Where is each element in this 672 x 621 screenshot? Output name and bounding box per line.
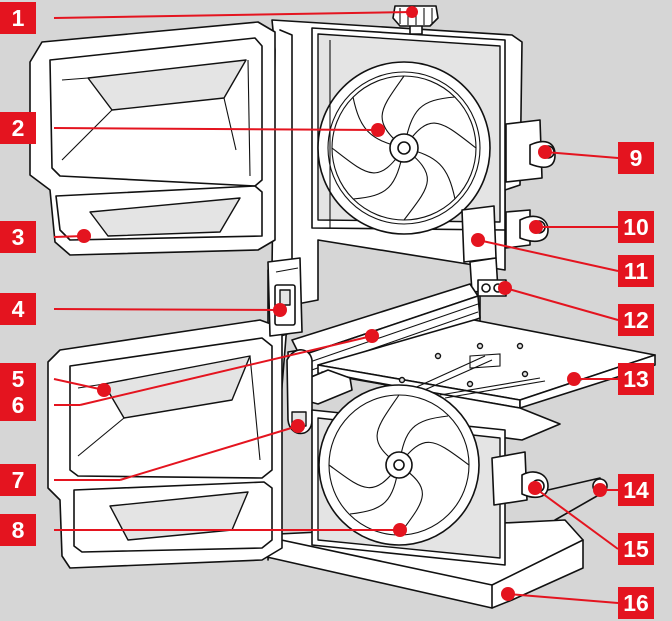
upper-wheel-housing <box>311 27 506 235</box>
callout-label-16: 16 <box>618 587 654 619</box>
callout-label-3: 3 <box>0 221 36 253</box>
lower-wheel-housing <box>311 384 506 566</box>
callout-label-6: 6 <box>0 389 36 421</box>
lower-wheel-door <box>47 319 283 569</box>
callout-label-13: 13 <box>618 363 654 395</box>
upper-wheel-door <box>29 21 276 256</box>
callout-label-9: 9 <box>618 142 654 174</box>
callout-label-12: 12 <box>618 304 654 336</box>
table-tilt-knob <box>491 451 549 506</box>
callout-label-2: 2 <box>0 112 36 144</box>
callout-label-11: 11 <box>618 255 654 287</box>
power-switch <box>267 257 303 337</box>
blade-tension-knob <box>392 5 439 35</box>
callout-label-1: 1 <box>0 2 36 34</box>
callout-label-4: 4 <box>0 293 36 325</box>
marker-dots <box>77 6 607 601</box>
callout-label-15: 15 <box>618 533 654 565</box>
callout-label-7: 7 <box>0 464 36 496</box>
callout-label-10: 10 <box>618 211 654 243</box>
callout-label-14: 14 <box>618 474 654 506</box>
callout-label-8: 8 <box>0 514 36 546</box>
leader-lines <box>53 11 619 604</box>
